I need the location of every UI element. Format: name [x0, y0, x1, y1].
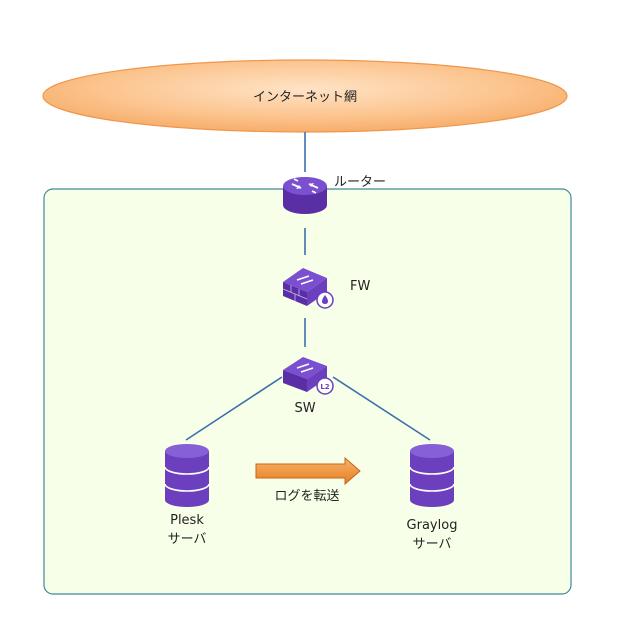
l2-badge-label: L2 [320, 383, 329, 391]
plesk-server-icon [164, 444, 210, 507]
plesk-server-label-name: Plesk [170, 513, 204, 528]
internet-cloud: インターネット網 [42, 59, 568, 133]
l2-badge [316, 377, 334, 395]
graylog-server-label-type: サーバ [413, 537, 452, 552]
switch-icon: L2 [283, 357, 334, 395]
firewall-icon [282, 268, 334, 309]
router-icon [283, 177, 327, 214]
internet-label: インターネット網 [253, 90, 357, 105]
plesk-server-label-type: サーバ [168, 532, 207, 547]
log-transfer-label: ログを転送 [274, 489, 339, 504]
router-label: ルーター [334, 175, 386, 190]
graylog-server-label-name: Graylog [407, 518, 458, 533]
firewall-label: FW [350, 279, 370, 294]
log-transfer-arrow [255, 456, 361, 486]
graylog-server-icon [409, 444, 455, 507]
link-switch-graylog [332, 376, 431, 441]
link-switch-plesk [185, 376, 283, 441]
network-links [185, 132, 431, 441]
switch-label: SW [294, 401, 315, 416]
